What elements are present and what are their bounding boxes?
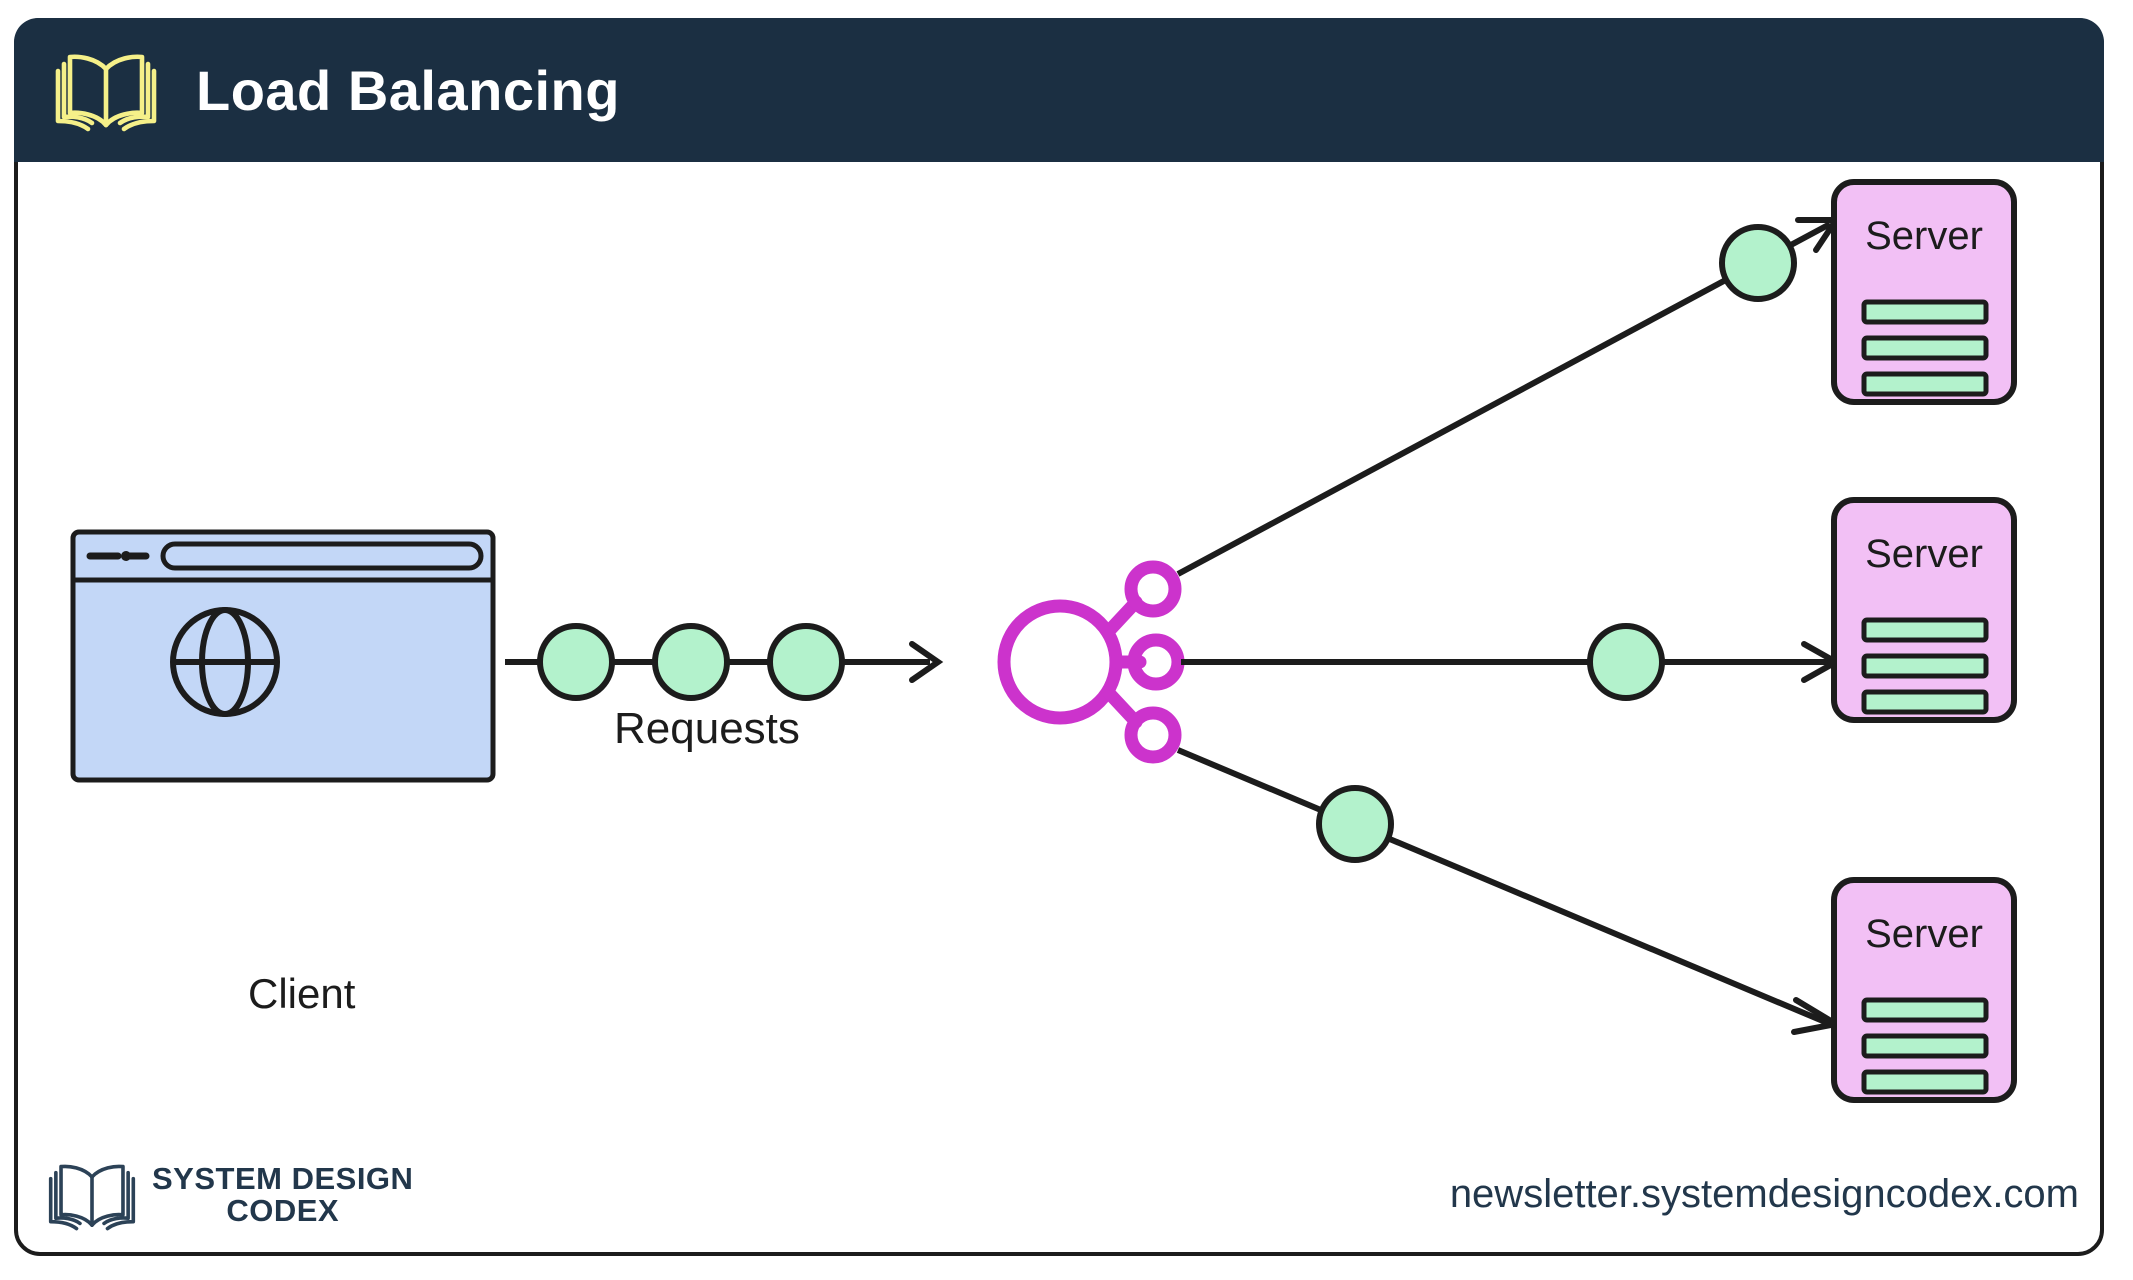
browser-title-dots: [86, 551, 150, 561]
footer-logo-line1: SYSTEM DESIGN: [152, 1161, 414, 1197]
branch-middle: [1181, 623, 1843, 701]
load-balancer-icon: [997, 560, 1185, 764]
branch-top: [1176, 217, 1842, 577]
server-bar: [1861, 653, 1989, 679]
server-bar: [1861, 997, 1989, 1023]
request-token: [767, 623, 845, 701]
browser-url-bar[interactable]: [160, 541, 484, 571]
footer-logo-line2: CODEX: [226, 1193, 340, 1228]
globe-icon: [170, 607, 280, 717]
server-box[interactable]: [1831, 877, 2017, 1103]
open-book-icon: [48, 1164, 136, 1231]
server-box[interactable]: [1831, 179, 2017, 405]
server-bar: [1861, 617, 1989, 643]
server-bar: [1861, 1069, 1989, 1095]
server-label: Server: [1865, 912, 1983, 956]
request-token: [1719, 224, 1797, 302]
server-bar: [1861, 371, 1989, 397]
server-label: Server: [1865, 532, 1983, 576]
requests-arrow: [505, 623, 944, 701]
page-title: Load Balancing: [196, 58, 620, 122]
server-bar: [1861, 335, 1989, 361]
client-browser: [70, 529, 496, 783]
footer-logo: SYSTEM DESIGN CODEX: [46, 1158, 413, 1232]
server-box[interactable]: [1831, 497, 2017, 723]
open-book-icon: [55, 54, 157, 132]
request-token: [652, 623, 730, 701]
server-bar: [1861, 689, 1989, 715]
request-token: [1587, 623, 1665, 701]
server-bar: [1861, 299, 1989, 325]
request-token: [1316, 785, 1394, 863]
header-bar: Load Balancing: [14, 18, 2104, 162]
diagram-canvas: Client Requests Server Server Server: [18, 162, 2100, 1252]
requests-label: Requests: [614, 704, 800, 753]
request-token: [537, 623, 615, 701]
server-label: Server: [1865, 214, 1983, 258]
client-label: Client: [248, 970, 356, 1017]
server-bar: [1861, 1033, 1989, 1059]
diagram-svg: [70, 179, 2017, 1103]
footer-url[interactable]: newsletter.systemdesigncodex.com: [1449, 1172, 2079, 1216]
branch-bottom: [1176, 747, 1845, 1035]
